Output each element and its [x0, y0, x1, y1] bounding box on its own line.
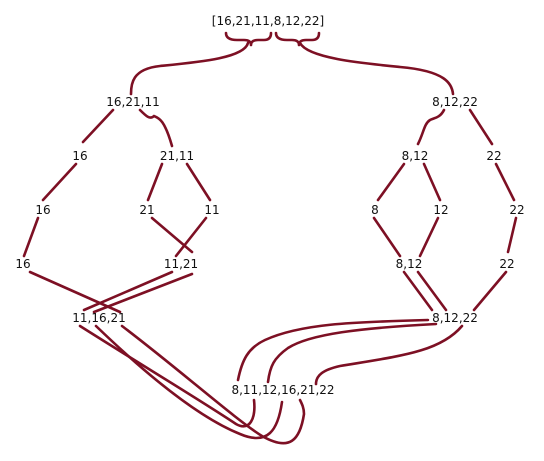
node-l5-left: 11,16,21	[72, 311, 125, 325]
node-l5-right: 8,12,22	[432, 311, 478, 325]
edge-812-12	[422, 162, 442, 202]
edge-21-1121	[150, 216, 194, 254]
edge-81222-result-c	[314, 324, 464, 386]
node-l4-b: 11,21	[164, 257, 198, 271]
brace-left	[224, 31, 273, 47]
node-labels: [16,21,11,8,12,22] 16,21,11 8,12,22 16 2…	[15, 14, 524, 397]
node-l2-a: 16	[72, 149, 87, 163]
node-l1-right: 8,12,22	[432, 95, 478, 109]
edge-81222-result-b	[266, 322, 438, 384]
node-l2-d: 22	[486, 149, 501, 163]
edge-81222-result-a	[236, 318, 430, 382]
edge-l1right-22	[468, 108, 494, 146]
edge-l1left-2111	[138, 108, 174, 148]
node-l3-c: 11	[204, 203, 219, 217]
edge-111621-result-a	[78, 324, 256, 428]
edge-16-111621	[28, 270, 122, 314]
edges	[22, 31, 518, 445]
edge-22b-22c	[506, 216, 518, 254]
edge-111621-result-b	[94, 324, 284, 440]
edge-22-81222	[472, 270, 508, 312]
brace-right	[274, 31, 321, 47]
node-l1-left: 16,21,11	[106, 95, 159, 109]
node-l2-b: 21,11	[160, 149, 194, 163]
node-root: [16,21,11,8,12,22]	[212, 14, 324, 28]
edge-812-81222-b	[416, 270, 448, 312]
edge-2111-21	[146, 162, 164, 202]
edge-22-22	[494, 162, 516, 202]
node-result: 8,11,12,16,21,22	[231, 383, 334, 397]
edge-812-81222-a	[402, 270, 434, 312]
edge-11-1121	[174, 216, 208, 258]
edge-8-812	[372, 216, 402, 258]
edge-1121-111621-a	[82, 270, 174, 312]
node-l3-d: 8	[371, 203, 379, 217]
node-l3-a: 16	[35, 203, 50, 217]
node-l2-c: 8,12	[402, 149, 429, 163]
edge-16-16	[41, 162, 78, 202]
node-l4-c: 8,12	[396, 257, 423, 271]
node-l3-e: 12	[433, 203, 448, 217]
edge-l1right-812	[416, 108, 446, 146]
edge-l1left-16	[81, 108, 115, 144]
edge-2111-11	[185, 162, 212, 202]
edge-111621-result-c	[120, 324, 306, 445]
edge-1121-111621-b	[92, 272, 194, 314]
edge-16b-16c	[22, 216, 40, 258]
node-l3-f: 22	[509, 203, 524, 217]
edge-root-right	[298, 41, 455, 96]
node-l4-d: 22	[499, 257, 514, 271]
edge-12-812	[418, 216, 440, 258]
edge-812-8	[376, 162, 406, 202]
node-l4-a: 16	[15, 257, 30, 271]
edge-root-left	[129, 41, 250, 96]
node-l3-b: 21	[139, 203, 154, 217]
